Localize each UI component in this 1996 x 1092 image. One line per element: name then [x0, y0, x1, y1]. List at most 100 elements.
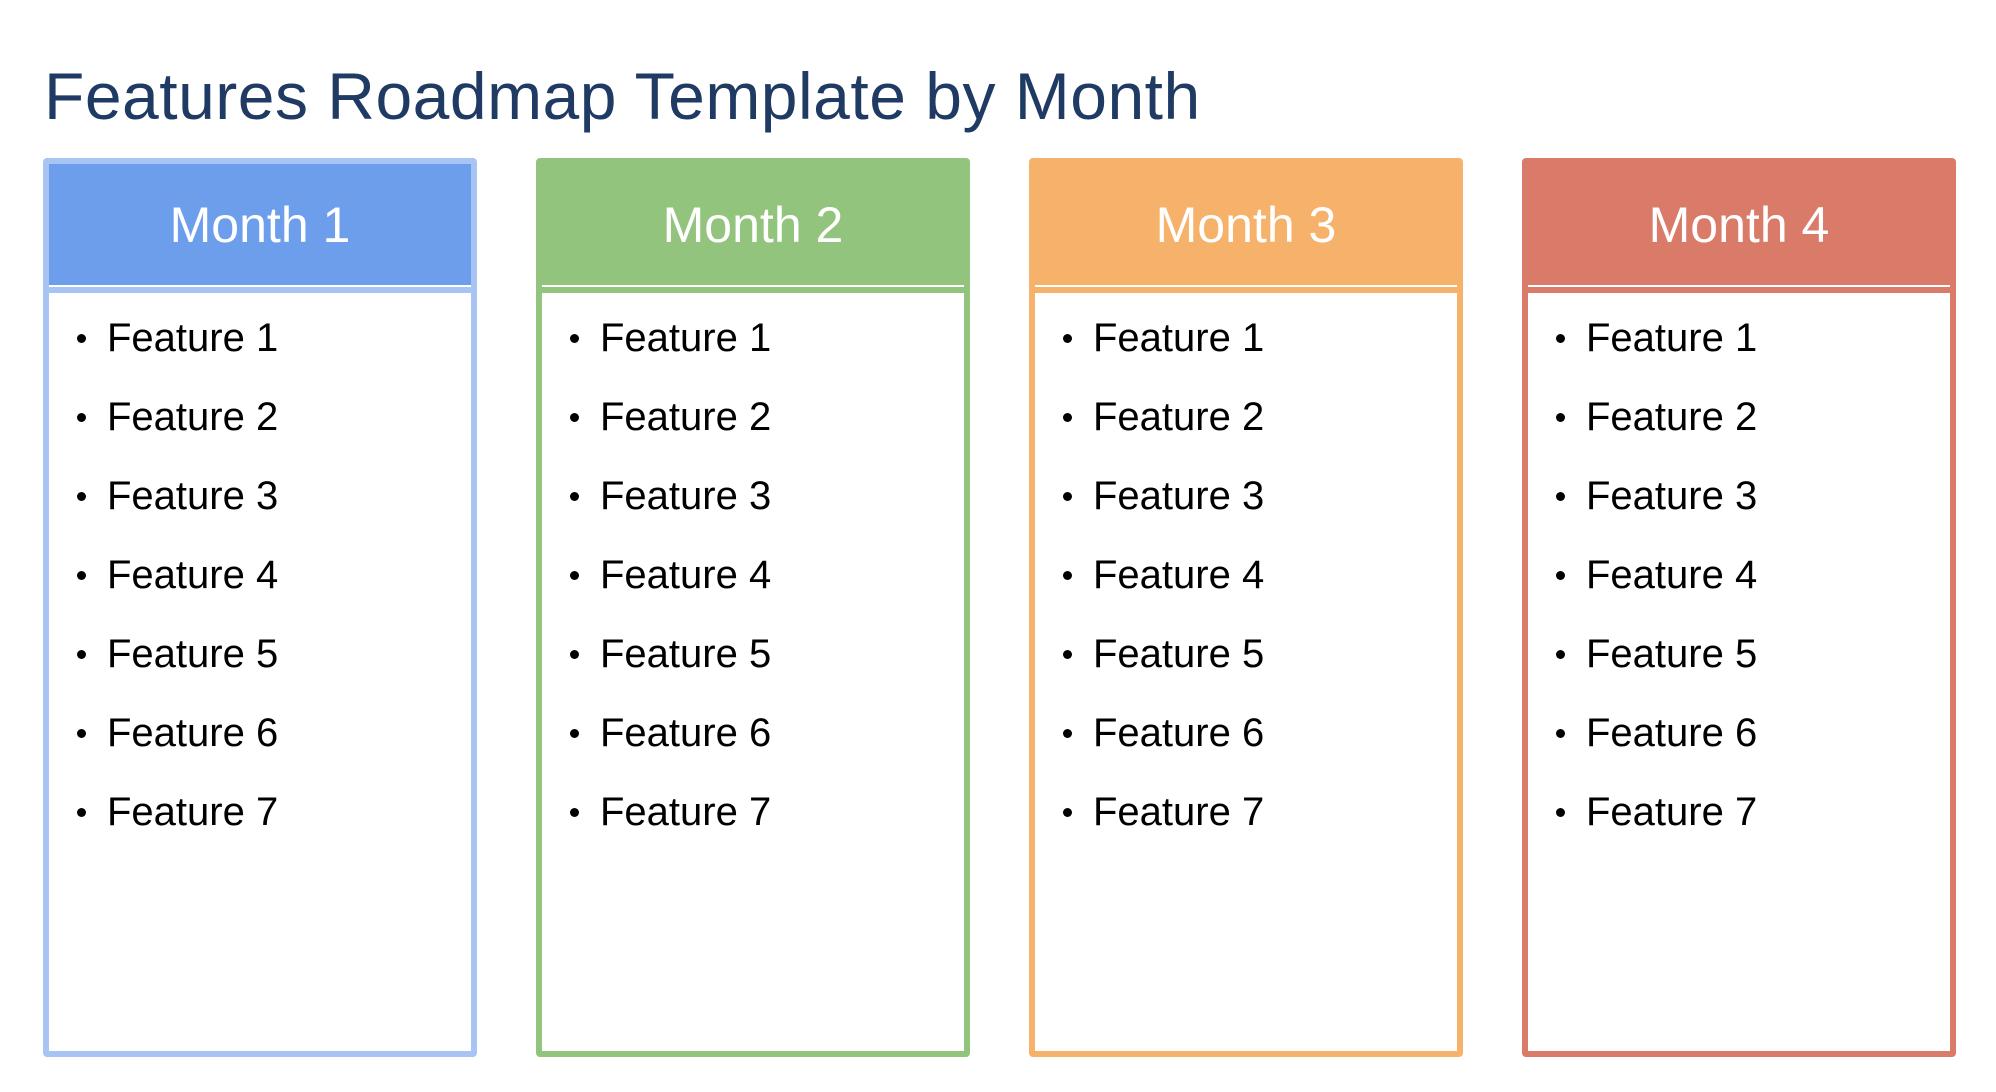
- feature-label: Feature 5: [107, 632, 279, 676]
- feature-label: Feature 4: [600, 553, 772, 597]
- feature-label: Feature 5: [1093, 632, 1265, 676]
- feature-label: Feature 7: [107, 790, 279, 834]
- feature-item: Feature 4: [77, 536, 459, 615]
- bullet-icon: [1063, 413, 1072, 422]
- feature-item: Feature 3: [1063, 457, 1445, 536]
- feature-item: Feature 7: [570, 773, 952, 852]
- bullet-icon: [77, 413, 86, 422]
- bullet-icon: [570, 334, 579, 343]
- bullet-icon: [77, 571, 86, 580]
- bullet-icon: [77, 492, 86, 501]
- feature-item: Feature 4: [570, 536, 952, 615]
- feature-label: Feature 2: [1093, 395, 1265, 439]
- feature-item: Feature 3: [1556, 457, 1938, 536]
- feature-label: Feature 1: [1586, 316, 1758, 360]
- month-4-header: Month 4: [1528, 164, 1950, 285]
- feature-item: Feature 7: [77, 773, 459, 852]
- feature-item: Feature 2: [570, 378, 952, 457]
- bullet-icon: [1063, 808, 1072, 817]
- bullet-icon: [1063, 492, 1072, 501]
- feature-label: Feature 3: [600, 474, 772, 518]
- month-2-header: Month 2: [542, 164, 964, 285]
- feature-label: Feature 6: [600, 711, 772, 755]
- feature-label: Feature 6: [107, 711, 279, 755]
- month-4-header-divider: [1528, 287, 1950, 293]
- feature-label: Feature 2: [107, 395, 279, 439]
- feature-item: Feature 1: [1063, 299, 1445, 378]
- month-2-feature-list: Feature 1 Feature 2 Feature 3 Feature 4 …: [542, 293, 964, 852]
- feature-label: Feature 3: [107, 474, 279, 518]
- bullet-icon: [1063, 334, 1072, 343]
- feature-label: Feature 4: [107, 553, 279, 597]
- feature-label: Feature 6: [1586, 711, 1758, 755]
- bullet-icon: [1556, 571, 1565, 580]
- bullet-icon: [1063, 729, 1072, 738]
- bullet-icon: [1063, 650, 1072, 659]
- month-1-title: Month 1: [169, 196, 351, 253]
- feature-label: Feature 3: [1093, 474, 1265, 518]
- bullet-icon: [570, 413, 579, 422]
- feature-label: Feature 2: [600, 395, 772, 439]
- feature-item: Feature 2: [77, 378, 459, 457]
- bullet-icon: [77, 334, 86, 343]
- roadmap-columns: Month 1 Feature 1 Feature 2 Feature 3 Fe…: [43, 158, 1956, 1057]
- feature-label: Feature 1: [600, 316, 772, 360]
- bullet-icon: [570, 729, 579, 738]
- feature-label: Feature 7: [600, 790, 772, 834]
- feature-item: Feature 5: [570, 615, 952, 694]
- month-3-title: Month 3: [1155, 196, 1337, 253]
- feature-label: Feature 6: [1093, 711, 1265, 755]
- feature-label: Feature 7: [1093, 790, 1265, 834]
- bullet-icon: [1556, 334, 1565, 343]
- feature-item: Feature 4: [1063, 536, 1445, 615]
- bullet-icon: [570, 571, 579, 580]
- feature-item: Feature 6: [1556, 694, 1938, 773]
- month-3-feature-list: Feature 1 Feature 2 Feature 3 Feature 4 …: [1035, 293, 1457, 852]
- feature-item: Feature 6: [1063, 694, 1445, 773]
- bullet-icon: [1556, 413, 1565, 422]
- month-4-feature-list: Feature 1 Feature 2 Feature 3 Feature 4 …: [1528, 293, 1950, 852]
- month-1-header-divider: [49, 287, 471, 293]
- bullet-icon: [570, 492, 579, 501]
- bullet-icon: [77, 808, 86, 817]
- feature-label: Feature 1: [1093, 316, 1265, 360]
- month-1-header: Month 1: [49, 164, 471, 285]
- feature-item: Feature 6: [77, 694, 459, 773]
- bullet-icon: [570, 808, 579, 817]
- feature-item: Feature 7: [1063, 773, 1445, 852]
- bullet-icon: [1556, 650, 1565, 659]
- bullet-icon: [570, 650, 579, 659]
- feature-label: Feature 4: [1093, 553, 1265, 597]
- month-4-column: Month 4 Feature 1 Feature 2 Feature 3 Fe…: [1522, 158, 1956, 1057]
- month-1-column: Month 1 Feature 1 Feature 2 Feature 3 Fe…: [43, 158, 477, 1057]
- bullet-icon: [1063, 571, 1072, 580]
- feature-item: Feature 3: [570, 457, 952, 536]
- bullet-icon: [77, 650, 86, 659]
- bullet-icon: [1556, 808, 1565, 817]
- feature-item: Feature 4: [1556, 536, 1938, 615]
- feature-item: Feature 1: [77, 299, 459, 378]
- feature-item: Feature 2: [1556, 378, 1938, 457]
- feature-item: Feature 2: [1063, 378, 1445, 457]
- month-4-title: Month 4: [1648, 196, 1830, 253]
- feature-item: Feature 7: [1556, 773, 1938, 852]
- month-2-title: Month 2: [662, 196, 844, 253]
- month-2-header-divider: [542, 287, 964, 293]
- feature-label: Feature 1: [107, 316, 279, 360]
- bullet-icon: [77, 729, 86, 738]
- month-3-header-divider: [1035, 287, 1457, 293]
- feature-label: Feature 4: [1586, 553, 1758, 597]
- feature-item: Feature 3: [77, 457, 459, 536]
- feature-label: Feature 5: [1586, 632, 1758, 676]
- month-1-feature-list: Feature 1 Feature 2 Feature 3 Feature 4 …: [49, 293, 471, 852]
- feature-label: Feature 7: [1586, 790, 1758, 834]
- feature-item: Feature 5: [1063, 615, 1445, 694]
- feature-label: Feature 3: [1586, 474, 1758, 518]
- bullet-icon: [1556, 492, 1565, 501]
- feature-label: Feature 2: [1586, 395, 1758, 439]
- page-title: Features Roadmap Template by Month: [44, 59, 1201, 134]
- feature-item: Feature 1: [1556, 299, 1938, 378]
- feature-label: Feature 5: [600, 632, 772, 676]
- feature-item: Feature 1: [570, 299, 952, 378]
- month-3-column: Month 3 Feature 1 Feature 2 Feature 3 Fe…: [1029, 158, 1463, 1057]
